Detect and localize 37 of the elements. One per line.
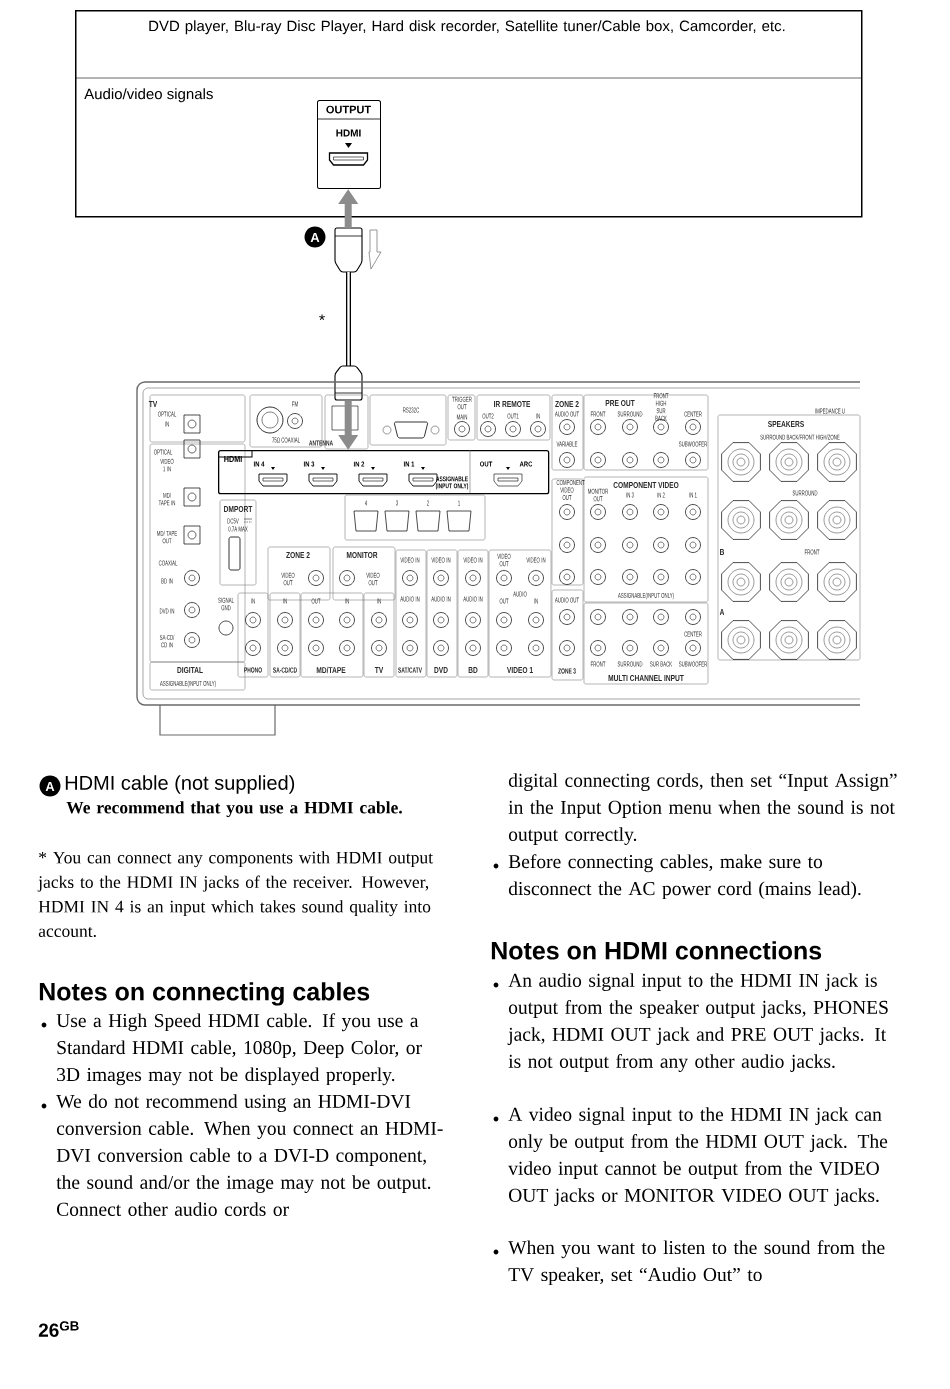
hdmi-cable-drawing bbox=[334, 227, 363, 401]
jack-label: SPEAKERS bbox=[767, 421, 804, 427]
jack-label: PRE OUT bbox=[605, 400, 635, 406]
body-text: We do not recommend using an HDMI-DVI conversion cable. When you connect an HDMI-DVI conversion cable to a DVI-D component, the sound and/or the image may not be output. Connect other audio cords or bbox=[56, 1094, 443, 1216]
jack-label: TV bbox=[148, 401, 158, 407]
recommendation-text: We recommend that you use a HDMI cable. bbox=[66, 801, 402, 818]
asterisk-mark: * bbox=[319, 314, 325, 321]
body-text: An audio signal input to the HDMI IN jack is output from the speaker output jacks, PHONES jack, HDMI OUT jack and PRE OUT jacks. It is not output from any other audio jacks. bbox=[507, 973, 888, 1072]
jack-label: MULTI CHANNEL INPUT bbox=[608, 675, 684, 681]
jack-label: VIDEO 1 bbox=[506, 667, 533, 673]
jack-label: MD/TAPE bbox=[316, 666, 346, 674]
body-text: A video signal input to the HDMI IN jack can only be output from the HDMI OUT jack. The video input cannot be output from the VIDEO OUT jacks or MONITOR VIDEO OUT jacks. bbox=[508, 1107, 888, 1206]
body-text: Use a High Speed HDMI cable. If you use a Standard HDMI cable, 1080p, Deep Color, or 3D images may not be displayed properly. bbox=[56, 1013, 422, 1086]
jack-label: ZONE 2 bbox=[286, 552, 310, 558]
signal-label: Audio/video signals bbox=[84, 88, 213, 103]
jack-label: ZONE 2 bbox=[555, 401, 579, 407]
item-title: HDMI cable (not supplied) bbox=[65, 775, 295, 794]
output-panel: OUTPUT HDMI bbox=[316, 100, 381, 189]
jack-label: DMPORT bbox=[224, 506, 253, 512]
jack-label: DVD bbox=[434, 667, 448, 673]
section-heading: Notes on connecting cables bbox=[39, 982, 370, 1006]
jack-label: IR REMOTE bbox=[494, 401, 531, 407]
section-heading: Notes on HDMI connections bbox=[491, 941, 822, 960]
jack-label: B bbox=[720, 549, 725, 555]
jack-label: DIGITAL bbox=[177, 667, 203, 673]
receiver-drawing bbox=[136, 381, 861, 736]
body-text: digital connecting cords, then set “Input Assign” in the Input Option menu when the sound is not output correctly. bbox=[508, 773, 897, 845]
jack-label: MONITOR bbox=[346, 552, 378, 558]
jack-label: A bbox=[719, 609, 725, 615]
heading-text: DVD player, Blu-ray Disc Player, Hard disk recorder, Satellite tuner/Cable box, Camcorder, etc. bbox=[149, 20, 785, 35]
jack-label: BD bbox=[468, 667, 478, 673]
jack-label: COMPONENT VIDEO bbox=[613, 482, 679, 488]
body-text: When you want to listen to the sound from the TV speaker, set “Audio Out” to bbox=[508, 1240, 885, 1286]
body-text: Before connecting cables, make sure to disconnect the AC power cord (mains lead). bbox=[508, 854, 861, 900]
footnote-text: * You can connect any components with HDMI output jacks to the HDMI IN jacks of the receiver. However, HDMI IN 4 is an input which takes sound quality into account. bbox=[37, 851, 433, 938]
page-number: 26$^{GB}$ bbox=[38, 1321, 79, 1337]
jack-label: TV bbox=[374, 667, 384, 673]
